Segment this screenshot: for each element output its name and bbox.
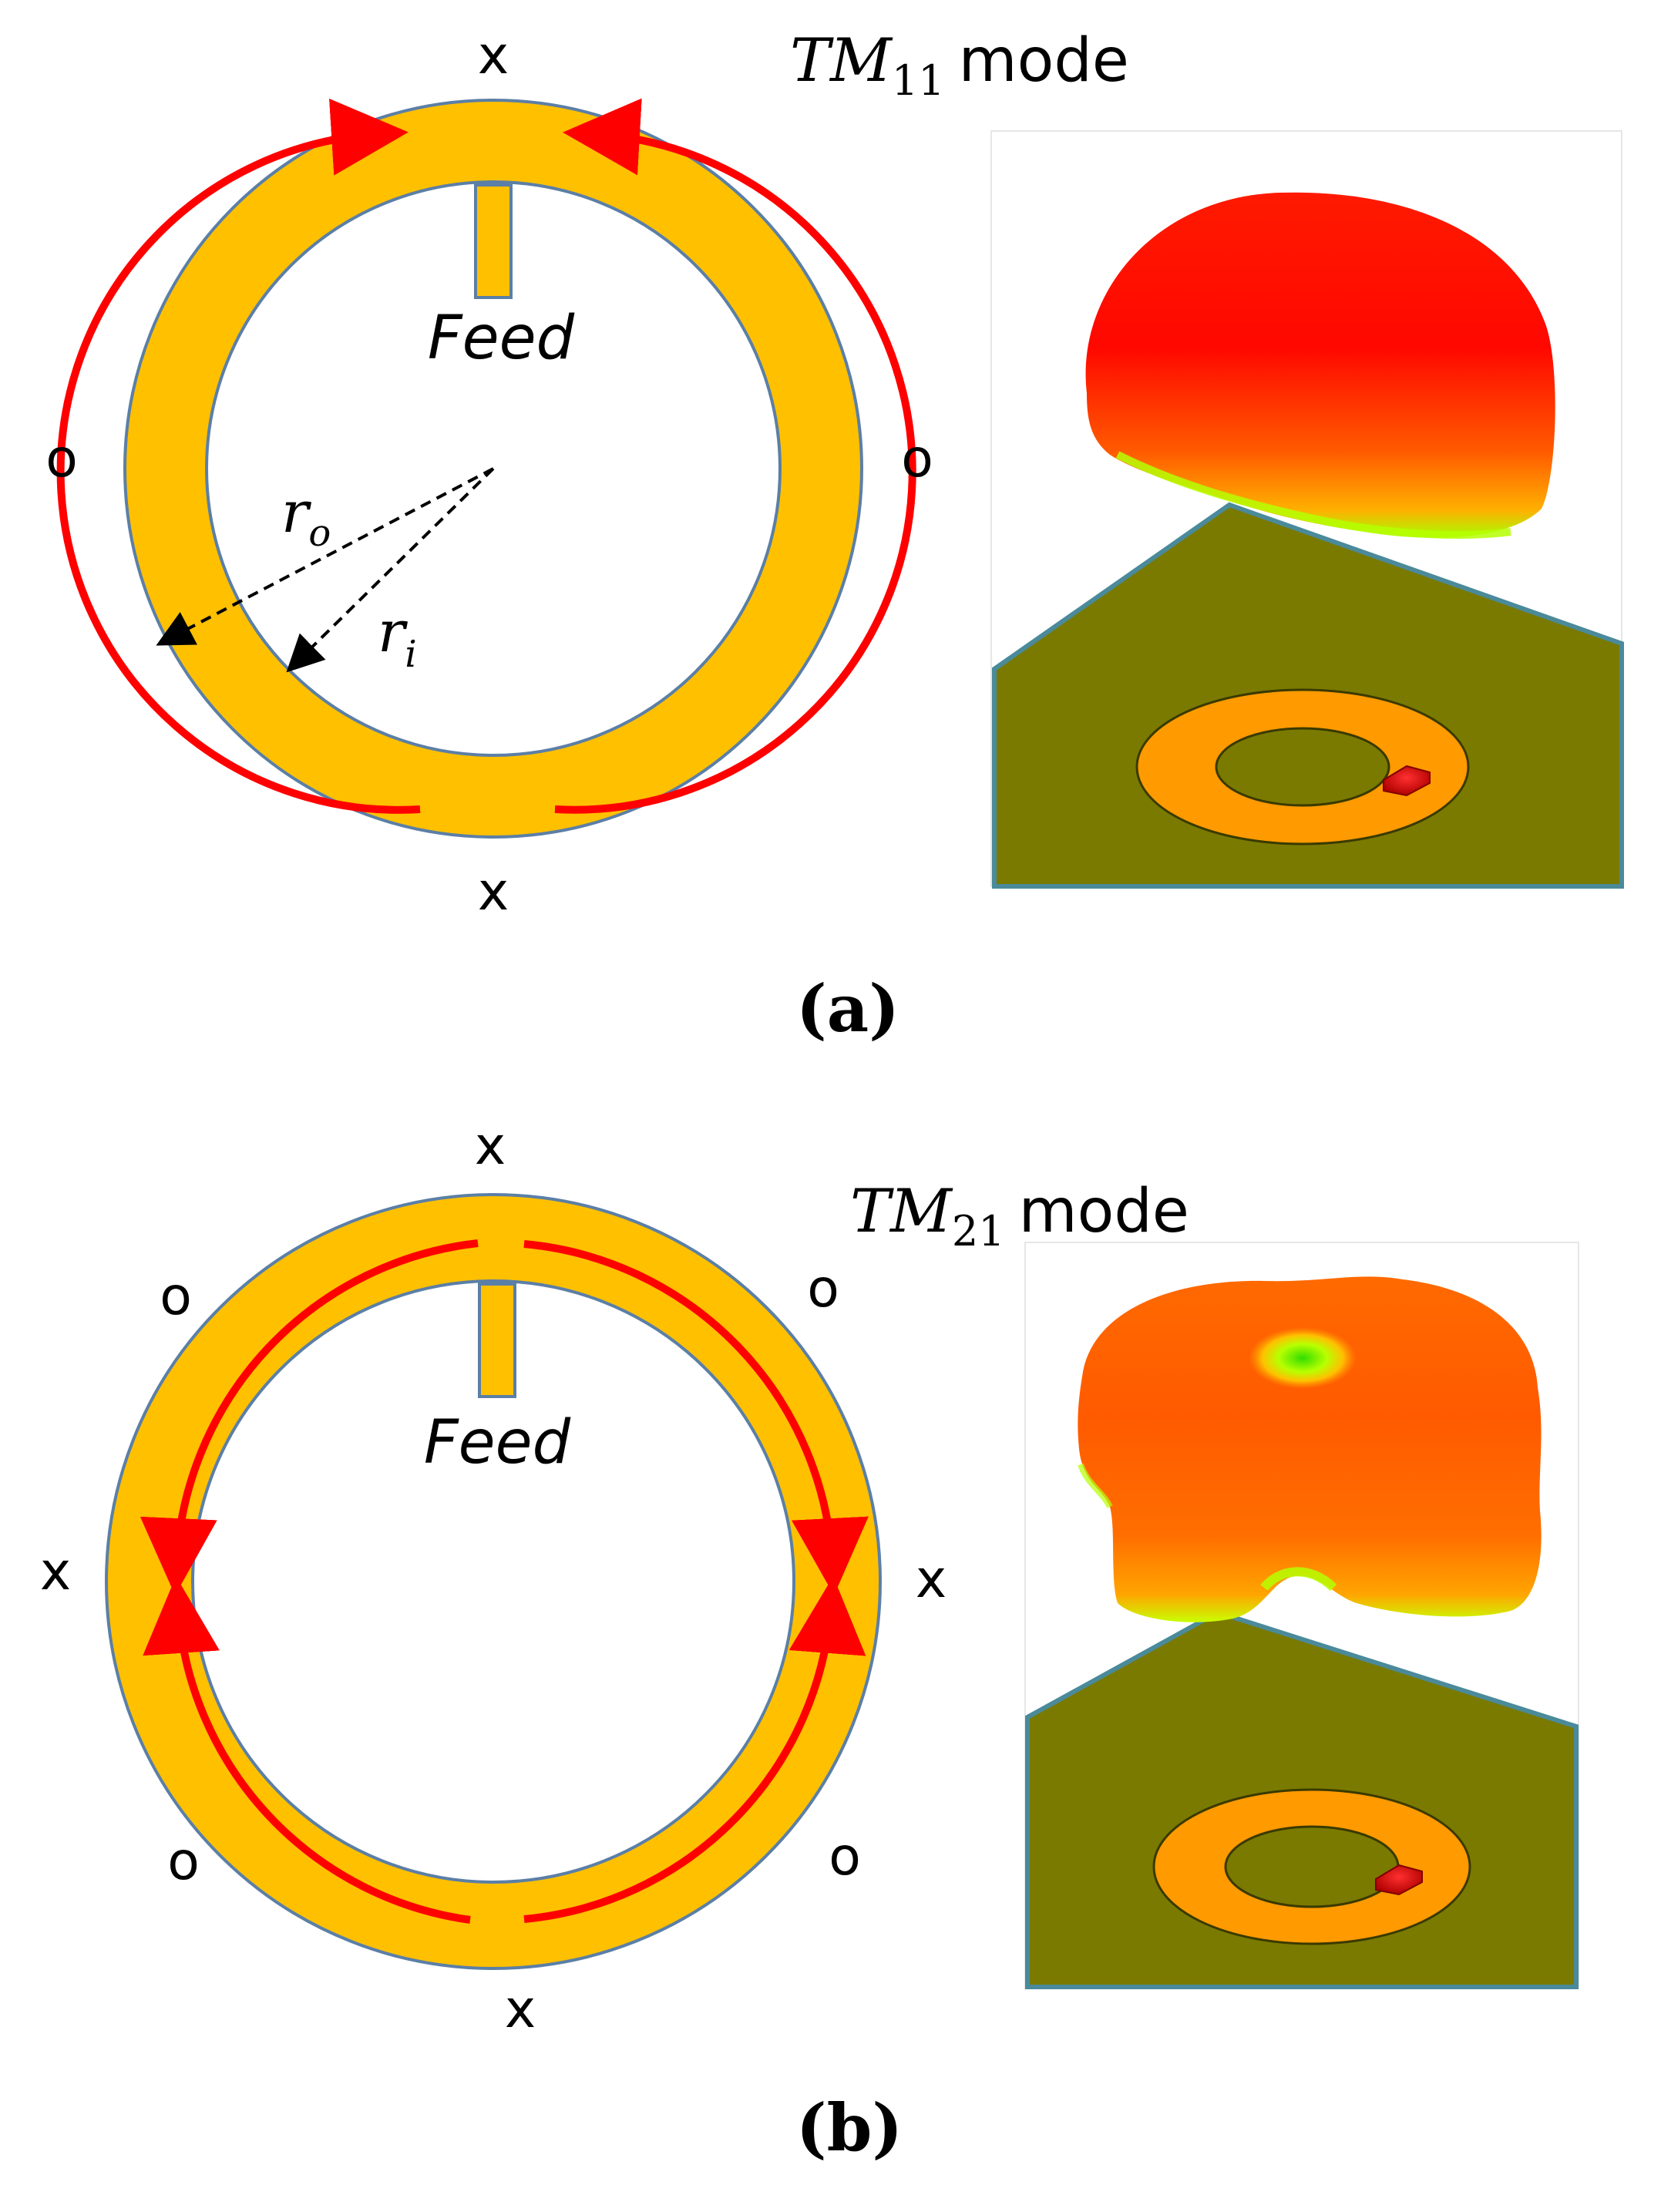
caption-b: (b) [796,2089,903,2166]
current-arrow-b-top-left [140,1239,479,1595]
marker-a-bottom: x [478,862,509,923]
radiation-pattern-3d-a [990,130,1624,889]
marker-b-top-right: o [807,1259,839,1319]
radiation-lobe-b [1078,1276,1542,1622]
marker-b-bottom: x [505,1979,536,2040]
radius-outer-arrow [156,467,494,646]
marker-b-right: x [916,1549,947,1610]
current-arrow-b-top-right [523,1240,869,1595]
marker-b-bottom-left: o [167,1831,200,1892]
marker-a-left: o [45,429,78,489]
ring-patch-b [105,1193,882,1970]
marker-b-top-left: o [160,1266,192,1327]
caption-a: (a) [796,970,899,1047]
feed-label-b: Feed [424,1408,571,1477]
radiation-null-b [1249,1327,1357,1389]
radius-inner-arrow [286,467,495,673]
radiation-pattern-3d-b [1024,1242,1579,1989]
current-arrow-b-bottom-right [523,1576,866,1923]
current-arrow-a-right [554,98,916,814]
radiation-lobe-a [1085,192,1555,538]
feed-line-a [474,183,513,299]
marker-b-left: x [40,1541,71,1602]
radius-outer-label: ro [281,479,331,555]
feed-label-a: Feed [428,304,575,373]
marker-a-right: o [901,429,933,489]
marker-b-top: x [475,1116,506,1177]
feed-block-b [1375,1864,1423,1896]
ground-ring-inner-a [1215,727,1390,807]
current-arrow-b-bottom-left [143,1576,471,1924]
ground-ring-inner-b [1224,1825,1400,1908]
feed-line-b [478,1282,516,1398]
marker-b-bottom-right: o [829,1827,861,1888]
radius-inner-label: ri [378,599,417,676]
marker-a-top: x [478,25,509,86]
feed-block-a [1383,765,1431,797]
current-arrow-a-left [56,98,421,814]
